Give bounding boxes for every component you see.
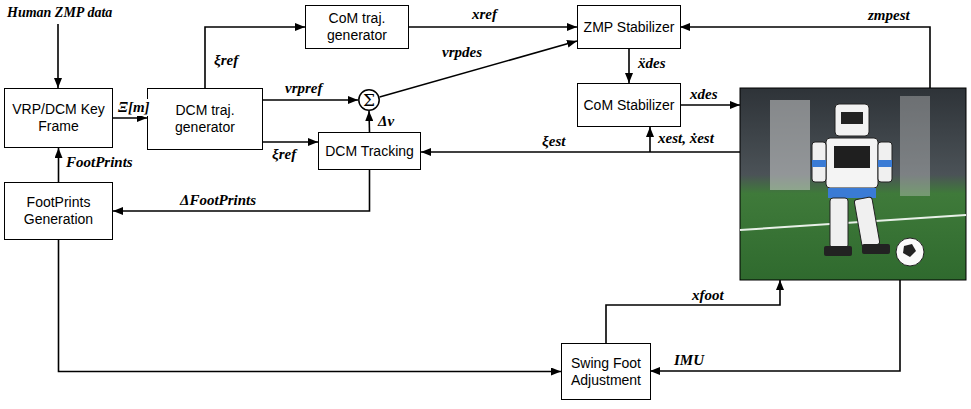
signal-label: xfoot <box>690 287 726 304</box>
process-box: DCM Tracking <box>318 132 421 170</box>
signal-label: xest, ẋest <box>656 130 716 147</box>
signal-label: ẍdes <box>636 55 668 72</box>
signal-label: IMU <box>672 352 706 369</box>
process-box: VRP/DCM Key Frame <box>4 88 113 148</box>
process-box: DCM traj. generator <box>147 88 263 150</box>
signal-label: Ξ[m] <box>116 99 152 116</box>
signal-label: ξref <box>270 146 298 163</box>
signal-arrow <box>380 41 577 97</box>
robot-photo <box>740 88 966 280</box>
input-label: Human ZMP data <box>5 5 114 20</box>
signal-arrow <box>113 117 147 119</box>
signal-arrow <box>263 99 358 101</box>
process-box: CoM Stabilizer <box>577 83 681 127</box>
signal-arrow <box>368 111 370 132</box>
signal-label: xdes <box>688 86 720 103</box>
box-label: DCM Tracking <box>325 143 414 160</box>
sum-symbol: Σ <box>363 90 375 110</box>
signal-wire <box>650 280 900 371</box>
box-label: DCM traj. generator <box>153 102 257 136</box>
signal-wire <box>680 104 740 106</box>
signal-wire <box>649 127 651 152</box>
process-box: CoM traj. generator <box>305 5 409 49</box>
signal-arrow <box>113 170 370 211</box>
box-label: FootPrints Generation <box>10 194 107 228</box>
signal-label: FootPrints <box>64 154 135 171</box>
input-arrow <box>57 24 59 88</box>
signal-arrow <box>58 148 60 182</box>
signal-wire <box>606 280 780 343</box>
box-label: CoM traj. generator <box>311 10 403 44</box>
signal-wire <box>421 151 740 153</box>
signal-label: xref <box>470 6 499 23</box>
signal-label: vrpref <box>283 80 325 97</box>
process-box: FootPrints Generation <box>4 182 113 240</box>
process-box: Swing Foot Adjustment <box>561 343 651 400</box>
process-box: ZMP Stabilizer <box>577 5 681 49</box>
signal-arrow <box>263 141 318 143</box>
signal-wire <box>680 27 930 88</box>
signal-label: ΔFootPrints <box>178 192 258 209</box>
signal-label: ξref <box>212 52 240 69</box>
signal-arrow <box>628 49 630 83</box>
box-label: ZMP Stabilizer <box>584 19 675 36</box>
signal-arrow <box>59 240 562 372</box>
box-label: Swing Foot Adjustment <box>567 355 645 389</box>
signal-label: Δv <box>376 113 396 130</box>
signal-arrow <box>205 27 305 88</box>
signal-label: zmpest <box>866 7 912 24</box>
sum-junction: Σ <box>358 89 380 111</box>
signal-arrow <box>409 26 577 28</box>
box-label: CoM Stabilizer <box>583 97 674 114</box>
signal-label: ξest <box>540 133 567 150</box>
box-label: VRP/DCM Key Frame <box>10 101 107 135</box>
signal-label: vrpdes <box>440 44 484 61</box>
